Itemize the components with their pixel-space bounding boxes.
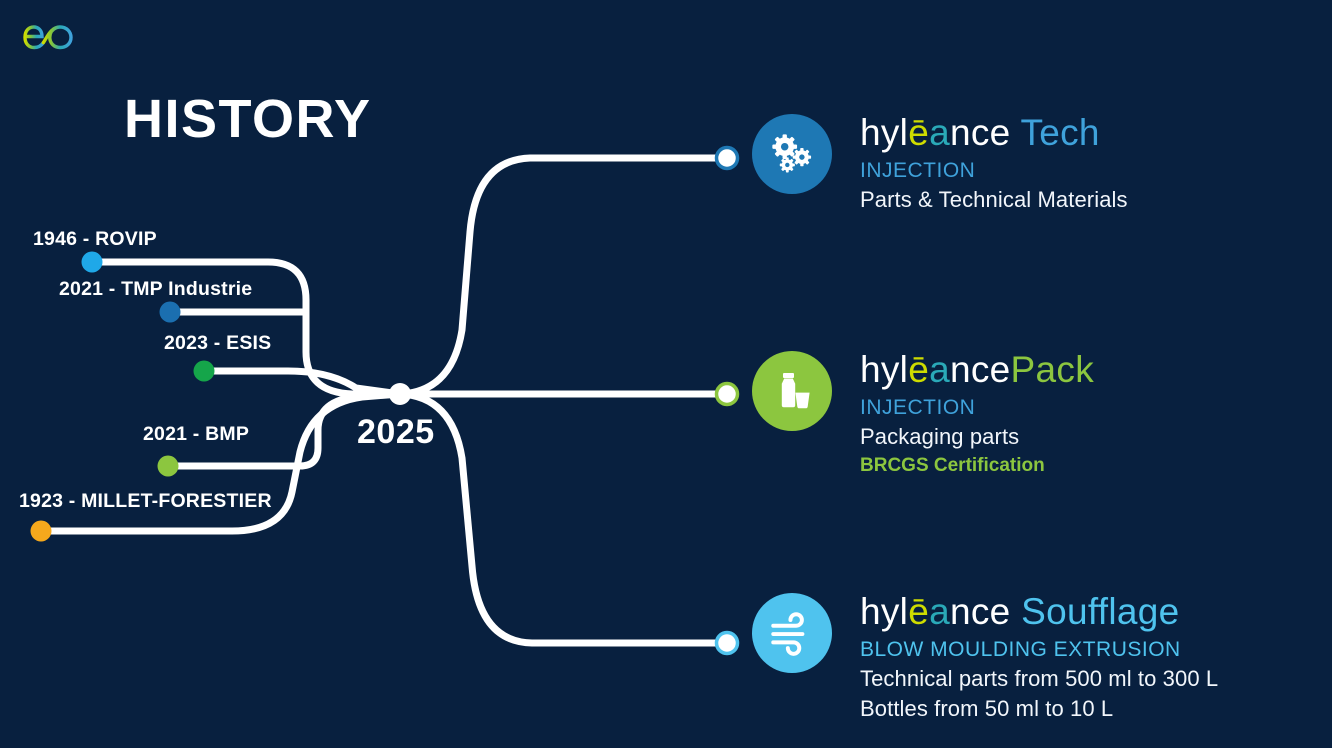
brand-description: Parts & Technical Materials xyxy=(860,187,1128,212)
timeline-dot[interactable] xyxy=(193,360,215,382)
branch-endpoint-dot[interactable] xyxy=(714,630,740,656)
brand-wordmark-soufflage: hylēance Soufflage xyxy=(860,593,1218,630)
timeline-event-label: 2021 - BMP xyxy=(143,423,250,445)
page-title: HISTORY xyxy=(124,89,372,149)
wire-tech xyxy=(399,154,726,398)
wire-esis xyxy=(204,367,401,398)
wordmark-ea-glyph: ēa xyxy=(908,349,950,390)
wordmark-ea-glyph: ēa xyxy=(908,112,950,153)
brand-subtitle-tech: INJECTION xyxy=(860,159,976,182)
brand-wordmark-tech: hylēance Tech xyxy=(860,114,1128,151)
brand-icon-soufflage xyxy=(752,593,832,673)
logo-a xyxy=(41,25,73,50)
branch-endpoint-dot[interactable] xyxy=(714,145,740,171)
wire-soufflage xyxy=(399,390,726,647)
brand-icon-tech xyxy=(752,114,832,194)
ea-logo[interactable] xyxy=(16,12,80,60)
brand-wordmark-pack: hylēancePack xyxy=(860,351,1094,388)
branch-endpoint-dot[interactable] xyxy=(714,381,740,407)
logo-e xyxy=(23,25,46,50)
timeline-event-label: 1946 - ROVIP xyxy=(33,228,157,250)
brand-subtitle-soufflage: BLOW MOULDING EXTRUSION xyxy=(860,638,1181,661)
wordmark-suffix: Pack xyxy=(1010,349,1095,390)
wind-icon xyxy=(771,612,805,656)
wordmark-prefix: hyl xyxy=(860,112,909,153)
wordmark-prefix: hyl xyxy=(860,349,909,390)
brand-icon-pack xyxy=(752,351,832,431)
timeline-dot[interactable] xyxy=(157,455,179,477)
wire-upper-trunk xyxy=(302,351,400,398)
timeline-event-label: 2021 - TMP Industrie xyxy=(59,278,253,300)
brand-subtitle-pack: INJECTION xyxy=(860,396,976,419)
timeline-dot[interactable] xyxy=(30,520,52,542)
wordmark-suffix: Tech xyxy=(1010,112,1100,153)
timeline-event-label: 2023 - ESIS xyxy=(164,332,272,354)
wordmark-post: nce xyxy=(949,349,1011,390)
brand-description: Technical parts from 500 ml to 300 L xyxy=(860,666,1219,691)
gears-icon xyxy=(772,134,812,173)
brand-certification: BRCGS Certification xyxy=(860,455,1045,476)
timeline-dot[interactable] xyxy=(81,251,103,273)
wordmark-suffix: Soufflage xyxy=(1010,591,1180,632)
wordmark-prefix: hyl xyxy=(860,591,909,632)
timeline-dot[interactable] xyxy=(159,301,181,323)
wordmark-post: nce xyxy=(949,112,1011,153)
bottle-cup-icon xyxy=(781,373,810,409)
center-year-label: 2025 xyxy=(357,413,435,451)
wordmark-ea-glyph: ēa xyxy=(908,591,950,632)
wordmark-post: nce xyxy=(949,591,1011,632)
brand-description: Packaging parts xyxy=(860,424,1020,449)
timeline-event-label: 1923 - MILLET-FORESTIER xyxy=(19,490,272,512)
hub-node-dot[interactable] xyxy=(389,383,411,405)
brand-description: Bottles from 50 ml to 10 L xyxy=(860,696,1114,721)
